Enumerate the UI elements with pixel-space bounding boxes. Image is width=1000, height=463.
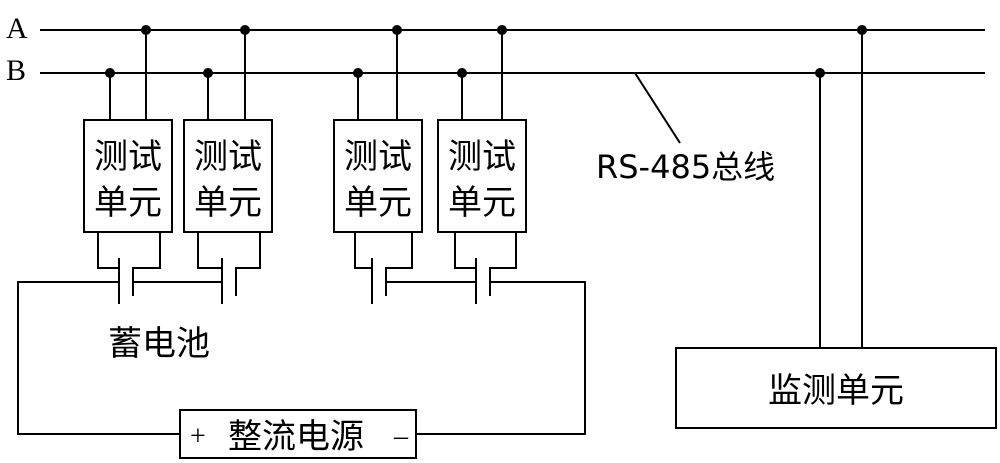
bus-line-a-label: A <box>6 12 28 45</box>
battery-cell-1 <box>97 232 161 304</box>
battery-cell-2 <box>197 232 261 304</box>
monitor-unit: 监测单元 <box>675 25 997 429</box>
junction-dot <box>815 68 825 78</box>
test-unit-text-line1: 测试 <box>94 137 162 177</box>
loop-left-wire <box>17 281 180 435</box>
loop-right-wire <box>416 281 586 435</box>
junction-dot <box>105 68 115 78</box>
test-unit-text-line1: 测试 <box>344 137 412 177</box>
power-supply: + 整流电源 – <box>179 409 417 459</box>
test-unit-1: 测试 单元 <box>83 25 173 233</box>
test-unit-box <box>183 119 273 233</box>
test-unit-text-line1: 测试 <box>194 137 262 177</box>
battery-label: 蓄电池 <box>108 324 210 364</box>
bus-line-b-label: B <box>6 54 26 87</box>
monitor-unit-box <box>675 347 997 429</box>
junction-dot <box>240 25 250 35</box>
junction-dot <box>457 68 467 78</box>
battery-cell-3 <box>354 232 413 304</box>
test-unit-box <box>437 119 527 233</box>
bus-label-leader <box>634 72 681 144</box>
junction-dot <box>353 68 363 78</box>
battery-cell-4 <box>454 232 517 304</box>
junction-dot <box>392 25 402 35</box>
power-supply-box <box>179 409 417 459</box>
test-unit-box <box>333 119 423 233</box>
test-unit-4: 测试 单元 <box>437 25 527 233</box>
monitor-unit-label: 监测单元 <box>768 371 904 411</box>
junction-dot <box>857 25 867 35</box>
test-unit-3: 测试 单元 <box>333 25 423 233</box>
test-unit-text-line2: 单元 <box>194 183 262 223</box>
test-unit-box <box>83 119 173 233</box>
junction-dot <box>141 25 151 35</box>
test-unit-text-line2: 单元 <box>344 183 412 223</box>
test-unit-2: 测试 单元 <box>183 25 273 233</box>
bus-label: RS-485总线 <box>596 148 775 186</box>
junction-dot <box>203 68 213 78</box>
test-unit-text-line2: 单元 <box>448 183 516 223</box>
power-supply-plus: + <box>190 421 206 452</box>
power-supply-label: 整流电源 <box>228 417 364 457</box>
power-supply-minus: – <box>393 421 409 452</box>
test-unit-text-line2: 单元 <box>94 183 162 223</box>
test-unit-text-line1: 测试 <box>448 137 516 177</box>
junction-dot <box>497 25 507 35</box>
